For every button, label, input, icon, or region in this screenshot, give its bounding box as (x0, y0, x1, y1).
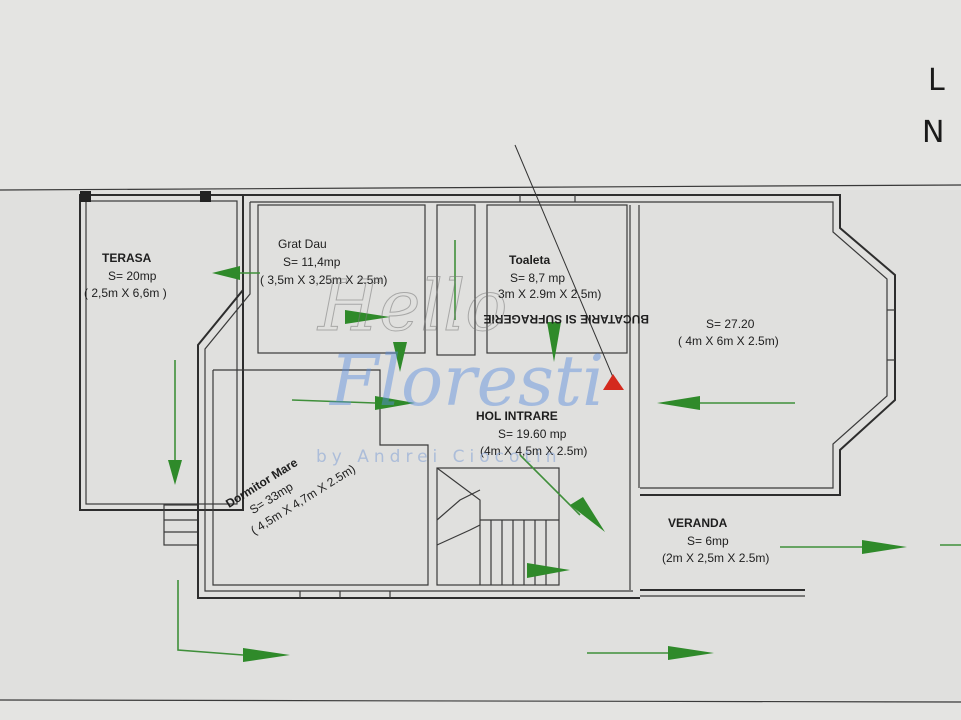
room-dims: 3m X 2.9m X 2.5m) (498, 287, 601, 301)
arrow (212, 266, 260, 280)
room-name: Grat Dau (278, 237, 327, 251)
room-dims: ( 3,5m X 3,25m X 2.5m) (260, 273, 387, 287)
watermark-line1: Hello (316, 265, 507, 347)
arrow (177, 580, 290, 662)
watermark: Hello Floresti by Andrei Ciocotin (316, 265, 605, 468)
room-area: S= 6mp (687, 534, 729, 548)
room-veranda: VERANDA S= 6mp (2m X 2,5m X 2.5m) (662, 516, 769, 565)
room-name: Toaleta (509, 253, 550, 267)
room-dims: ( 4m X 6m X 2.5m) (678, 334, 779, 348)
compass-bottom-letter: N (922, 115, 944, 150)
arrow (657, 396, 795, 410)
arrow (345, 310, 390, 324)
room-area: S= 19.60 mp (498, 427, 567, 441)
plan-sheet (0, 190, 961, 700)
room-area: S= 27.20 (706, 317, 755, 331)
arrow (393, 342, 407, 372)
arrow (519, 454, 605, 532)
house-walls (197, 194, 896, 599)
room-name: BUCATARIE SI SUFRAGERIE (483, 312, 649, 326)
room-top-left: Grat Dau S= 11,4mp ( 3,5m X 3,25m X 2.5m… (260, 237, 387, 287)
room-area: S= 8,7 mp (510, 271, 565, 285)
flow-arrows (168, 240, 961, 662)
arrow (168, 360, 182, 485)
room-living: BUCATARIE SI SUFRAGERIE S= 27.20 ( 4m X … (483, 312, 778, 348)
room-name: HOL INTRARE (476, 409, 558, 423)
room-name: VERANDA (668, 516, 728, 530)
room-dims: ( 2,5m X 6,6m ) (84, 286, 167, 300)
room-name: TERASA (102, 251, 152, 265)
sheet-top-line (0, 184, 961, 191)
room-terasa: TERASA S= 20mp ( 2,5m X 6,6m ) (84, 251, 167, 300)
terasa-outline (79, 191, 244, 546)
watermark-line3: by Andrei Ciocotin (316, 447, 562, 467)
arrow (587, 646, 714, 660)
room-dims: (2m X 2,5m X 2.5m) (662, 551, 769, 565)
watermark-line2: Floresti (328, 340, 604, 422)
room-hol-intrare: HOL INTRARE S= 19.60 mp (4m X 4,5m X 2.5… (476, 409, 587, 458)
compass-top-letter: L (928, 63, 945, 98)
sheet-bottom-line (0, 699, 961, 703)
arrow (780, 540, 907, 554)
arrow (527, 563, 570, 578)
room-area: S= 11,4mp (283, 255, 341, 269)
entry-marker (603, 374, 624, 390)
section-line (514, 144, 616, 383)
room-area: S= 20mp (108, 269, 157, 283)
arrow (547, 322, 561, 362)
arrow (291, 396, 415, 410)
room-toaleta: Toaleta S= 8,7 mp 3m X 2.9m X 2.5m) (498, 253, 601, 301)
room-dims: (4m X 4,5m X 2.5m) (480, 444, 587, 458)
